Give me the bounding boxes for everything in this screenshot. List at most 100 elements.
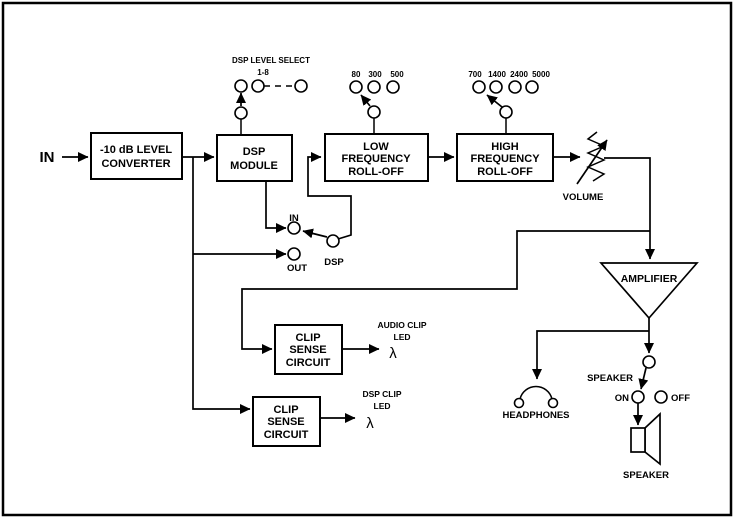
hf-select-pole [499, 105, 513, 119]
audio-clip-led-icon: λ [389, 345, 397, 362]
lf-rolloff-box [324, 133, 429, 182]
lf-rolloff-line3: ROLL-OFF [348, 166, 404, 178]
hf-freq-label-5000: 5000 [532, 70, 550, 79]
audio-clip-sense-line1: CLIP [295, 332, 320, 344]
wire-tap-to-audio-clip [241, 230, 650, 354]
wire-dsp-to-in [265, 182, 287, 233]
volume-control: VOLUME [563, 131, 608, 203]
speaker-switch-label: SPEAKER [587, 373, 633, 384]
audio-clip-led-line1: AUDIO CLIP [377, 320, 426, 330]
hf-rolloff-line3: ROLL-OFF [477, 166, 533, 178]
lf-rolloff-line1: LOW [363, 141, 389, 153]
dsp-clip-led-line2: LED [374, 401, 391, 411]
hf-freq-label-1400: 1400 [488, 70, 506, 79]
wires [62, 152, 655, 426]
headphones: HEADPHONES [502, 385, 570, 421]
speaker-driver [630, 427, 646, 453]
hf-rolloff-line2: FREQUENCY [470, 153, 540, 165]
speaker-switch-on-contact [631, 390, 645, 404]
lf-rolloff-line2: FREQUENCY [341, 153, 411, 165]
dsp-level-select-title: DSP LEVEL SELECT [232, 56, 310, 65]
dsp-select-pole [234, 106, 248, 120]
lf-select-80 [349, 80, 363, 94]
hf-select-700 [472, 80, 486, 94]
lf-freq-label-80: 80 [352, 70, 361, 79]
dsp-clip-led: DSP CLIP LED λ [362, 389, 401, 432]
wire-volume-to-amp [604, 157, 655, 260]
io-switch-dsp-label: DSP [324, 257, 344, 268]
audio-clip-sense-box [274, 324, 343, 375]
io-switch-out-label: OUT [287, 263, 307, 274]
lf-freq-label-500: 500 [390, 70, 404, 79]
speaker-switch-on-label: ON [615, 393, 629, 404]
selector-arrow [360, 94, 372, 107]
audio-clip-sense-block: CLIP SENSE CIRCUIT [274, 324, 343, 375]
lf-frequency-selector: 80 300 500 [349, 70, 404, 135]
wire-switch-wiper [302, 228, 328, 239]
audio-clip-led: AUDIO CLIP LED λ [377, 320, 426, 362]
dsp-module-box [216, 134, 293, 182]
speaker: SPEAKER [623, 412, 669, 481]
lf-select-pole [367, 105, 381, 119]
wire-bypass-bus [192, 157, 251, 414]
audio-clip-sense-line2: SENSE [289, 344, 326, 356]
level-converter-line2: CONVERTER [101, 158, 170, 170]
hf-frequency-selector: 700 1400 2400 5000 [468, 70, 550, 135]
io-switch-pole [326, 234, 340, 248]
headphones-label: HEADPHONES [502, 410, 569, 421]
audio-clip-sense-line3: CIRCUIT [286, 357, 331, 369]
amplifier-label: AMPLIFIER [621, 273, 678, 285]
lf-rolloff-block: LOW FREQUENCY ROLL-OFF [324, 133, 429, 182]
hf-select-1400 [489, 80, 503, 94]
dsp-select-position-2 [251, 79, 265, 93]
selector-arrow [486, 94, 503, 108]
dsp-clip-sense-line3: CIRCUIT [264, 429, 309, 441]
speaker-switch-off-contact [654, 390, 668, 404]
speaker-switch-off-label: OFF [671, 393, 690, 404]
io-switch-out-contact [287, 247, 301, 261]
dsp-clip-sense-block: CLIP SENSE CIRCUIT [252, 396, 321, 447]
dsp-select-position-8 [294, 79, 308, 93]
audio-clip-led-line2: LED [394, 332, 411, 342]
dsp-select-position-1 [234, 79, 248, 93]
lf-select-500 [386, 80, 400, 94]
hf-rolloff-box [456, 133, 554, 182]
volume-label: VOLUME [563, 192, 604, 203]
headphones-left-cup [513, 397, 525, 409]
io-switch-in-contact [287, 221, 301, 235]
dsp-clip-sense-line2: SENSE [267, 416, 304, 428]
wire-switch-to-lf [307, 152, 352, 240]
dsp-module-block: DSP MODULE [216, 134, 293, 182]
amplifier: AMPLIFIER [599, 262, 699, 320]
wire-speaker-switch-throw [638, 367, 649, 390]
dsp-module-line1: DSP [243, 146, 266, 158]
dsp-clip-sense-line1: CLIP [273, 404, 298, 416]
hf-freq-label-2400: 2400 [510, 70, 528, 79]
hf-rolloff-line1: HIGH [491, 141, 519, 153]
dsp-clip-led-line1: DSP CLIP [362, 389, 401, 399]
hf-select-2400 [508, 80, 522, 94]
dsp-clip-sense-box [252, 396, 321, 447]
dsp-level-selector: DSP LEVEL SELECT 1-8 [232, 56, 310, 135]
wire-to-headphones [532, 330, 649, 380]
level-converter-block: -10 dB LEVEL CONVERTER [90, 132, 183, 180]
input-label: IN [40, 149, 55, 166]
io-switch: IN OUT DSP [287, 213, 344, 274]
speaker-label: SPEAKER [623, 470, 669, 481]
amplifier-triangle [599, 262, 699, 320]
dsp-clip-led-icon: λ [366, 415, 374, 432]
hf-rolloff-block: HIGH FREQUENCY ROLL-OFF [456, 133, 554, 182]
hf-freq-label-700: 700 [468, 70, 482, 79]
lf-freq-label-300: 300 [368, 70, 382, 79]
headphones-right-cup [547, 397, 559, 409]
level-converter-box [90, 132, 183, 180]
lf-select-300 [367, 80, 381, 94]
speaker-switch-pole [642, 355, 656, 369]
level-converter-line1: -10 dB LEVEL [100, 144, 172, 156]
speaker-switch: SPEAKER ON OFF [587, 355, 690, 404]
volume-wiper-arrow [576, 139, 608, 185]
io-switch-in-label: IN [289, 213, 299, 224]
headphones-band [519, 385, 553, 400]
dsp-level-select-range: 1-8 [257, 68, 269, 77]
